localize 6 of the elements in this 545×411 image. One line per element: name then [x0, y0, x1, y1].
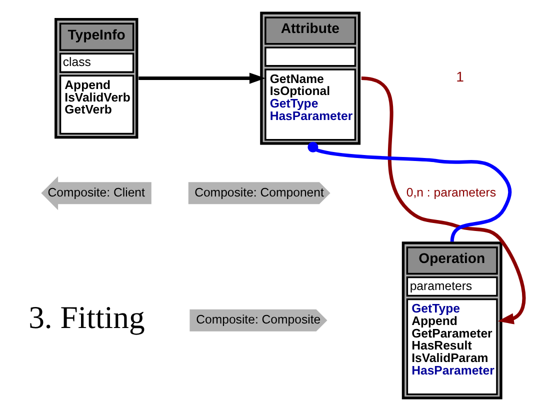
arrow [138, 72, 265, 84]
label: 3. Fitting [28, 300, 144, 336]
label: 1 [456, 68, 464, 85]
edge-label: 0,n : parameters [406, 185, 496, 200]
connector [307, 142, 512, 242]
arrow [360, 76, 526, 324]
